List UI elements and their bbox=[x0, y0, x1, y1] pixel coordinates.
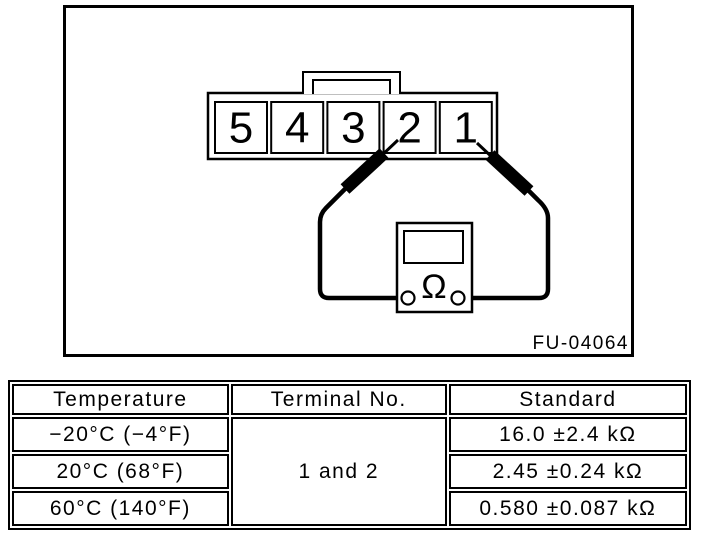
terminal-cavity-4 bbox=[270, 101, 325, 154]
circuit-diagram-box: 5 4 3 2 1 Ω FU-04064 bbox=[63, 5, 634, 357]
test-lead-wire-right bbox=[463, 187, 551, 301]
connector-test-diagram: 5 4 3 2 1 Ω FU-04064 bbox=[206, 71, 630, 354]
ohmmeter: Ω bbox=[395, 221, 474, 314]
col-header-standard: Standard bbox=[448, 384, 687, 415]
figure-code: FU-04064 bbox=[533, 333, 630, 354]
terminal-3-label: 3 bbox=[341, 104, 365, 153]
ohmmeter-terminal-left bbox=[400, 290, 416, 306]
probe-grip-right-icon bbox=[485, 150, 534, 196]
resistance-spec-table: Temperature Terminal No. Standard −20°C … bbox=[8, 380, 691, 530]
terminal-2-label: 2 bbox=[397, 104, 421, 153]
temperature-cell-60: 60°C (140°F) bbox=[12, 491, 229, 526]
connector-5pin: 5 4 3 2 1 bbox=[206, 71, 499, 161]
probe-grip-left-icon bbox=[340, 148, 389, 194]
terminal-4-label: 4 bbox=[285, 104, 309, 153]
connector-lock-tab-inner bbox=[312, 79, 391, 94]
ohmmeter-display bbox=[403, 230, 464, 264]
ohmmeter-terminal-right bbox=[450, 290, 466, 306]
table-row: −20°C (−4°F) 1 and 2 16.0 ±2.4 kΩ bbox=[12, 417, 687, 526]
col-header-temperature: Temperature bbox=[12, 384, 229, 415]
terminal-cavity-2 bbox=[382, 101, 437, 154]
standard-cell-20: 2.45 ±0.24 kΩ bbox=[448, 454, 687, 489]
ohm-symbol-icon: Ω bbox=[421, 268, 446, 306]
table-row: 20°C (68°F) 2.45 ±0.24 kΩ bbox=[12, 454, 687, 489]
terminal-cavity-3 bbox=[326, 101, 381, 154]
test-probe-left bbox=[317, 138, 403, 301]
terminal-5-label: 5 bbox=[229, 104, 253, 153]
temperature-cell-20: 20°C (68°F) bbox=[12, 454, 229, 489]
table-row: 60°C (140°F) 0.580 ±0.087 kΩ bbox=[12, 491, 687, 526]
standard-cell-minus20: 16.0 ±2.4 kΩ bbox=[448, 417, 687, 452]
temperature-cell-minus20: −20°C (−4°F) bbox=[12, 417, 229, 452]
standard-cell-60: 0.580 ±0.087 kΩ bbox=[448, 491, 687, 526]
table-header-row: Temperature Terminal No. Standard bbox=[12, 384, 687, 415]
terminal-1-label: 1 bbox=[454, 104, 478, 153]
terminal-cavity-1 bbox=[438, 101, 493, 154]
test-probe-right bbox=[463, 141, 551, 301]
terminal-cavity-5 bbox=[214, 101, 268, 154]
col-header-terminal-no: Terminal No. bbox=[230, 384, 447, 415]
test-lead-wire-left bbox=[317, 185, 403, 301]
terminal-no-cell: 1 and 2 bbox=[230, 417, 447, 526]
